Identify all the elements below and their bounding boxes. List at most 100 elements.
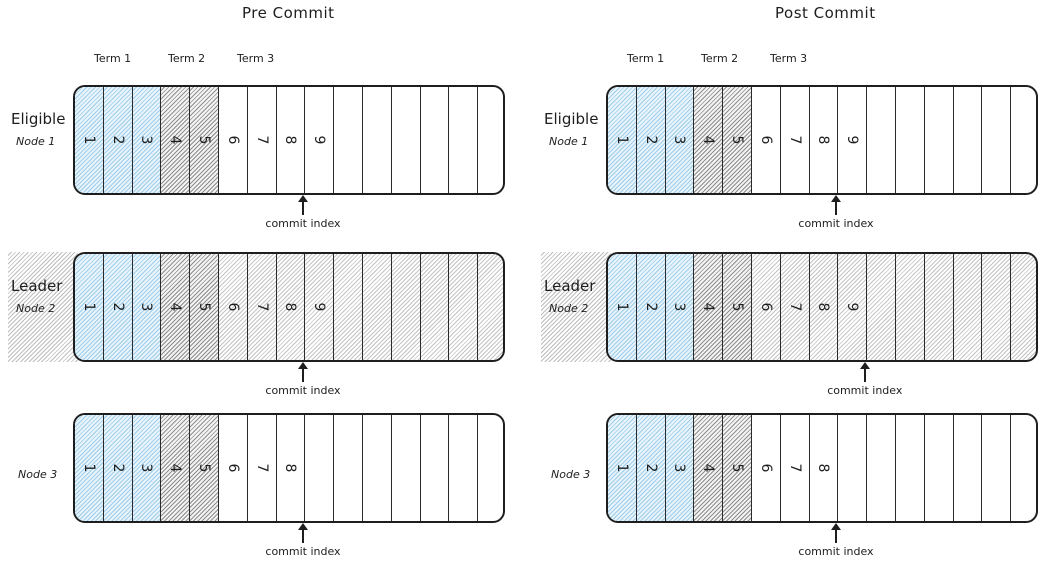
log-entry-cell: [925, 87, 954, 193]
log-entry-cell: 6: [219, 415, 248, 521]
log-entry-index: 6: [757, 463, 774, 473]
term-label: Term 2: [168, 52, 206, 65]
log-entry-index: 5: [196, 302, 213, 312]
log-entry-index: 2: [642, 135, 659, 145]
log-entry-cell: 8: [810, 254, 839, 360]
node-name-label: Node 2: [16, 302, 56, 315]
log-entry-index: 8: [815, 135, 832, 145]
log-entry-index: 7: [786, 135, 803, 145]
log-entry-cell: [363, 87, 392, 193]
log-entry-index: 9: [311, 135, 328, 145]
log-entry-index: 1: [613, 463, 630, 473]
log-entry-cell: [392, 415, 421, 521]
commit-index-label: commit index: [265, 545, 341, 558]
log-entry-cell: [449, 254, 479, 360]
log-entry-cell: 6: [219, 87, 248, 193]
log-entry-cell: 3: [132, 87, 162, 193]
log-entry-cell: 8: [277, 87, 306, 193]
node-name-label: Node 1: [16, 135, 56, 148]
log-entry-cell: 3: [665, 254, 695, 360]
log-entry-index: 7: [253, 463, 270, 473]
commit-index-arrow: [860, 362, 871, 382]
log-entry-cell: 5: [190, 254, 219, 360]
log-entry-cell: 3: [132, 415, 162, 521]
log-entry-cell: [982, 415, 1012, 521]
commit-index-label: commit index: [265, 217, 341, 230]
log-entry-cell: 4: [161, 87, 191, 193]
log-entry-cell: [392, 87, 421, 193]
log-entry-cell: [305, 415, 335, 521]
log-entry-cell: 4: [161, 415, 191, 521]
log-entry-cell: 6: [752, 254, 781, 360]
node-name-label: Node 2: [549, 302, 589, 315]
log-entry-index: 1: [613, 135, 630, 145]
log-entry-cell: 6: [752, 87, 781, 193]
log-entry-cell: 5: [723, 415, 752, 521]
term-label: Term 1: [627, 52, 665, 65]
log-entry-cell: 2: [636, 87, 666, 193]
commit-index-arrow: [298, 362, 309, 382]
log-entry-index: 8: [815, 302, 832, 312]
node-role-label: Leader: [544, 277, 596, 295]
log-entry-index: 1: [613, 302, 630, 312]
log-entry-cell: 5: [190, 87, 219, 193]
log-entry-cell: [867, 415, 896, 521]
log-entry-cell: [925, 254, 954, 360]
log-entry-index: 7: [253, 302, 270, 312]
log-entry-cell: 8: [277, 254, 306, 360]
log-entry-cell: 9: [305, 254, 335, 360]
log-entry-index: 9: [844, 135, 861, 145]
log-entry-cell: 9: [838, 87, 868, 193]
log-entry-index: 4: [700, 135, 717, 145]
log-entry-index: 9: [311, 302, 328, 312]
log-entry-cell: 1: [75, 415, 104, 521]
commit-index-label: commit index: [798, 545, 874, 558]
log-entry-index: 5: [729, 135, 746, 145]
log-entry-index: 3: [138, 135, 155, 145]
log-entry-cell: 4: [161, 254, 191, 360]
commit-index-label: commit index: [265, 384, 341, 397]
log-entry-index: 5: [196, 135, 213, 145]
commit-index-label: commit index: [798, 217, 874, 230]
node-name-label: Node 3: [551, 468, 591, 481]
log-entry-index: 7: [786, 463, 803, 473]
log-entry-cell: 5: [723, 87, 752, 193]
log-entry-cell: 7: [781, 254, 810, 360]
panel-title: Pre Commit: [242, 4, 335, 22]
log-entry-cell: 1: [608, 254, 637, 360]
log-entry-index: 5: [196, 463, 213, 473]
log-entry-index: 4: [700, 463, 717, 473]
log-entry-cell: 1: [608, 87, 637, 193]
log-entry-index: 3: [671, 302, 688, 312]
log-entry-cell: [449, 415, 479, 521]
log-entry-cell: 4: [694, 415, 724, 521]
node-name-label: Node 1: [549, 135, 589, 148]
log-entry-cell: [334, 415, 363, 521]
log-entry-cell: 8: [277, 415, 306, 521]
log-entry-cell: 3: [132, 254, 162, 360]
log-entry-cell: [896, 87, 925, 193]
term-label: Term 3: [237, 52, 275, 65]
log-entry-cell: [392, 254, 421, 360]
commit-index-arrow: [298, 195, 309, 215]
log-entry-cell: [954, 415, 983, 521]
log-entry-cell: [867, 87, 896, 193]
log-entry-index: 2: [109, 135, 126, 145]
log-entry-index: 1: [80, 302, 97, 312]
log-entry-cell: [838, 415, 868, 521]
log-entry-cell: 4: [694, 87, 724, 193]
log-entry-cell: 6: [752, 415, 781, 521]
log-entry-cell: 7: [248, 415, 277, 521]
log-entry-index: 8: [282, 302, 299, 312]
commit-index-arrow: [831, 195, 842, 215]
log-entry-cell: 2: [636, 415, 666, 521]
